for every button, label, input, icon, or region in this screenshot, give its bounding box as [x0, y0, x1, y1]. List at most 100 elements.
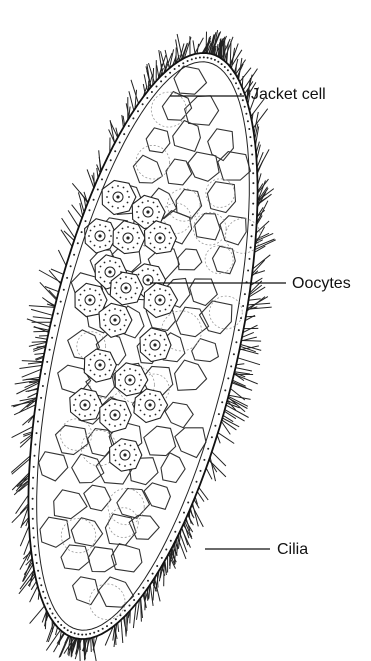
wall-dot	[183, 512, 185, 514]
wall-dot	[165, 549, 167, 551]
cilium	[42, 298, 55, 307]
wall-dot	[106, 625, 108, 627]
wall-dot	[233, 353, 235, 355]
wall-dot	[38, 409, 40, 411]
faint-cell	[61, 518, 95, 552]
wall-dot	[44, 597, 46, 599]
wall-dot	[245, 113, 247, 115]
cilium	[232, 383, 252, 391]
wall-dot	[227, 377, 229, 379]
wall-dot	[81, 634, 83, 636]
wall-dot	[119, 142, 121, 144]
cilium	[28, 362, 43, 364]
cilium	[232, 382, 246, 388]
wall-dot	[51, 337, 53, 339]
cilium	[153, 68, 154, 85]
wall-dot	[247, 120, 249, 122]
wall-dot	[248, 128, 250, 130]
wall-dot	[174, 531, 176, 533]
wall-dot	[230, 73, 232, 75]
cilium	[236, 364, 244, 365]
wall-dot	[187, 502, 189, 504]
wall-dot	[252, 203, 254, 205]
wall-dot	[249, 258, 251, 260]
wall-dot	[34, 444, 36, 446]
wall-dot	[85, 634, 87, 636]
wall-dot	[44, 373, 46, 375]
wall-dot	[187, 60, 189, 62]
wall-dot	[224, 389, 226, 391]
wall-dot	[142, 587, 144, 589]
wall-dot	[57, 313, 59, 315]
jacket-cell	[99, 577, 134, 607]
wall-dot	[199, 57, 201, 59]
label-oocytes: Oocytes	[292, 276, 351, 292]
wall-dot	[152, 573, 154, 575]
faint-cell	[108, 489, 144, 525]
wall-dot	[249, 136, 251, 138]
wall-dot	[93, 199, 95, 201]
cilium	[45, 287, 59, 292]
wall-dot	[102, 628, 104, 630]
wall-dot	[179, 521, 181, 523]
jacket-cell	[84, 485, 111, 511]
wall-dot	[32, 508, 34, 510]
jacket-cell	[105, 514, 136, 545]
wall-dot	[77, 242, 79, 244]
wall-dot	[221, 63, 223, 65]
label-jacket-cell: Jacket cell	[251, 87, 326, 103]
wall-dot	[40, 584, 42, 586]
jacket-cell	[39, 452, 68, 481]
wall-dot	[207, 57, 209, 59]
wall-dot	[169, 72, 171, 74]
wall-dot	[240, 93, 242, 95]
wall-dot	[49, 608, 51, 610]
cilium	[59, 634, 65, 644]
wall-dot	[42, 591, 44, 593]
cilium	[27, 319, 50, 327]
wall-dot	[89, 633, 91, 635]
faint-cell	[205, 246, 233, 274]
wall-dot	[211, 436, 213, 438]
jacket-cell	[218, 152, 251, 181]
wall-dot	[46, 361, 48, 363]
cilium	[241, 341, 261, 342]
cilium	[12, 473, 29, 490]
wall-dot	[252, 172, 254, 174]
wall-dot	[251, 224, 253, 226]
cilium	[29, 306, 55, 308]
wall-dot	[252, 163, 254, 165]
wall-dot	[33, 537, 35, 539]
wall-dot	[32, 498, 34, 500]
cilium	[190, 510, 194, 518]
jacket-cell	[192, 339, 219, 362]
jacket-cell	[173, 121, 201, 152]
jacket-cell	[178, 249, 202, 270]
wall-dot	[214, 59, 216, 61]
cilium	[199, 488, 208, 500]
wall-dot	[114, 150, 116, 152]
wall-dot	[240, 317, 242, 319]
wall-dot	[251, 154, 253, 156]
wall-dot	[52, 613, 54, 615]
cilium	[12, 459, 30, 475]
wall-dot	[32, 477, 34, 479]
wall-dot	[244, 106, 246, 108]
wall-dot	[97, 630, 99, 632]
cilium	[19, 365, 42, 368]
wall-dot	[97, 189, 99, 191]
wall-dot	[137, 110, 139, 112]
jacket-cell	[56, 425, 89, 454]
wall-dot	[195, 57, 197, 59]
jacket-cell	[111, 544, 141, 572]
jacket-cell	[161, 453, 185, 483]
faint-cell	[206, 179, 235, 208]
oocyte	[84, 349, 116, 382]
wall-dot	[32, 518, 34, 520]
cilium	[195, 38, 204, 54]
jacket-cell	[165, 402, 193, 427]
cilium	[33, 317, 52, 319]
wall-dot	[138, 593, 140, 595]
wall-dot	[227, 69, 229, 71]
